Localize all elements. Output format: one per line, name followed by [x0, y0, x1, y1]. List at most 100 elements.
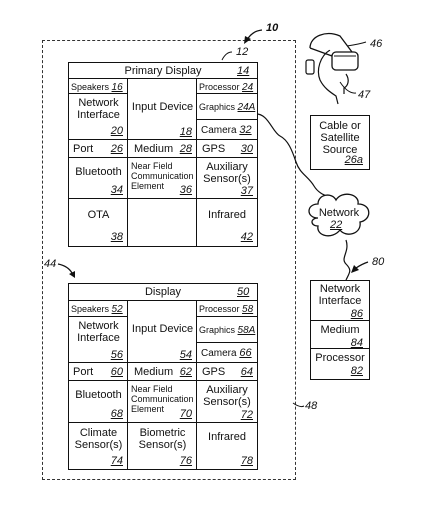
- primary-display-title: Primary Display 14: [69, 63, 257, 79]
- network-interface-label: Network Interface: [77, 97, 120, 121]
- input-device-label: Input Device: [131, 323, 194, 335]
- port-cell: Port 60: [69, 363, 128, 381]
- ref-48: 48: [305, 400, 318, 412]
- biometric-sensor-num: 76: [179, 455, 192, 467]
- graphics-cell: Graphics 24A: [197, 94, 257, 120]
- bluetooth-num: 34: [110, 184, 123, 196]
- ota-label: OTA: [87, 209, 110, 221]
- ref-47: 47: [358, 89, 371, 101]
- ota-cell: OTA 38: [69, 199, 128, 246]
- infrared-cell: Infrared 78: [197, 423, 257, 469]
- aux-sensor-num: 37: [240, 185, 253, 197]
- ota-num: 38: [110, 231, 123, 243]
- camera-cell: Camera 66: [197, 343, 257, 363]
- climate-sensor-cell: Climate Sensor(s) 74: [69, 423, 128, 469]
- bluetooth-cell: Bluetooth 34: [69, 158, 128, 199]
- gps-num: 64: [240, 366, 253, 378]
- camera-num: 66: [239, 347, 252, 359]
- medium-cell: Medium 28: [128, 140, 197, 158]
- gps-cell: GPS 64: [197, 363, 257, 381]
- nfc-num: 70: [179, 408, 192, 420]
- network-cloud-label: Network: [318, 207, 360, 219]
- biometric-sensor-cell: Biometric Sensor(s) 76: [128, 423, 197, 469]
- input-device-label: Input Device: [131, 101, 194, 113]
- remote-network-interface-num: 86: [350, 308, 363, 320]
- title-num: 50: [237, 286, 250, 298]
- ref-80: 80: [372, 256, 385, 268]
- vr-headset-icon: [305, 33, 359, 105]
- camera-label: Camera: [201, 125, 237, 136]
- speakers-num: 16: [111, 82, 123, 93]
- infrared-num: 42: [240, 231, 253, 243]
- medium-label: Medium: [134, 143, 174, 155]
- bluetooth-cell: Bluetooth 68: [69, 381, 128, 423]
- camera-cell: Camera 32: [197, 120, 257, 140]
- system-outline: [42, 40, 296, 480]
- display-title: Display 50: [69, 284, 257, 301]
- network-cloud-num: 22: [330, 219, 343, 231]
- aux-sensor-label: Auxiliary Sensor(s): [203, 384, 251, 408]
- ref-44: 44: [44, 258, 57, 270]
- nfc-label: Near Field Communication Element: [131, 384, 194, 414]
- bluetooth-num: 68: [110, 408, 123, 420]
- infrared-cell: Infrared 42: [197, 199, 257, 246]
- ref-10: 10: [266, 22, 279, 34]
- nfc-cell: Near Field Communication Element 70: [128, 381, 197, 423]
- graphics-label: Graphics: [199, 102, 236, 112]
- graphics-num: 58A: [237, 325, 256, 336]
- gps-num: 30: [240, 143, 253, 155]
- title-label: Display: [144, 286, 182, 298]
- network-interface-cell: Network Interface 56: [69, 317, 128, 363]
- remote-server-box: Network Interface 86 Medium 84 Processor…: [310, 280, 370, 380]
- camera-num: 32: [239, 124, 252, 136]
- network-interface-cell: Network Interface 20: [69, 94, 128, 140]
- aux-sensor-cell: Auxiliary Sensor(s) 72: [197, 381, 257, 423]
- cable-source-num: 26a: [344, 154, 363, 166]
- processor-cell: Processor 24: [197, 79, 257, 94]
- input-device-cell: Input Device 54: [128, 301, 197, 363]
- network-interface-num: 56: [110, 349, 123, 361]
- aux-sensor-label: Auxiliary Sensor(s): [203, 161, 251, 185]
- infrared-label: Infrared: [208, 431, 246, 443]
- graphics-num: 24A: [237, 102, 256, 113]
- bluetooth-label: Bluetooth: [75, 389, 122, 401]
- processor-cell: Processor 58: [197, 301, 257, 317]
- medium-cell: Medium 62: [128, 363, 197, 381]
- network-interface-label: Network Interface: [77, 320, 120, 344]
- remote-processor-cell: Processor 82: [311, 349, 369, 379]
- aux-sensor-cell: Auxiliary Sensor(s) 37: [197, 158, 257, 199]
- speakers-num: 52: [111, 304, 123, 315]
- remote-processor-label: Processor: [315, 352, 365, 364]
- remote-network-interface-label: Network Interface: [318, 283, 362, 307]
- port-label: Port: [73, 366, 94, 378]
- primary-device-box: Primary Display 14 Speakers 16 Input Dev…: [68, 62, 258, 247]
- port-label: Port: [73, 143, 94, 155]
- nfc-num: 36: [179, 184, 192, 196]
- graphics-cell: Graphics 58A: [197, 317, 257, 343]
- camera-label: Camera: [201, 348, 237, 359]
- speakers-cell: Speakers 52: [69, 301, 128, 317]
- title-num: 14: [237, 65, 250, 77]
- input-device-num: 18: [179, 126, 192, 138]
- processor-label: Processor: [199, 304, 240, 314]
- medium-num: 28: [179, 143, 192, 155]
- ref-12: 12: [236, 46, 249, 58]
- cable-source-label: Cable or Satellite Source: [319, 120, 361, 156]
- remote-medium-cell: Medium 84: [311, 321, 369, 349]
- graphics-label: Graphics: [199, 325, 236, 335]
- remote-medium-label: Medium: [320, 324, 360, 336]
- input-device-cell: Input Device 18: [128, 79, 197, 140]
- aux-sensor-num: 72: [240, 409, 253, 421]
- remote-medium-num: 84: [350, 337, 363, 349]
- infrared-label: Infrared: [208, 209, 246, 221]
- input-device-num: 54: [179, 349, 192, 361]
- gps-cell: GPS 30: [197, 140, 257, 158]
- secondary-device-box: Display 50 Speakers 52 Input Device 54 P…: [68, 283, 258, 470]
- cable-satellite-source-box: Cable or Satellite Source 26a: [310, 115, 370, 170]
- speakers-label: Speakers: [71, 304, 110, 314]
- gps-label: GPS: [202, 366, 226, 378]
- processor-label: Processor: [199, 82, 240, 92]
- infrared-num: 78: [240, 455, 253, 467]
- medium-label: Medium: [134, 366, 174, 378]
